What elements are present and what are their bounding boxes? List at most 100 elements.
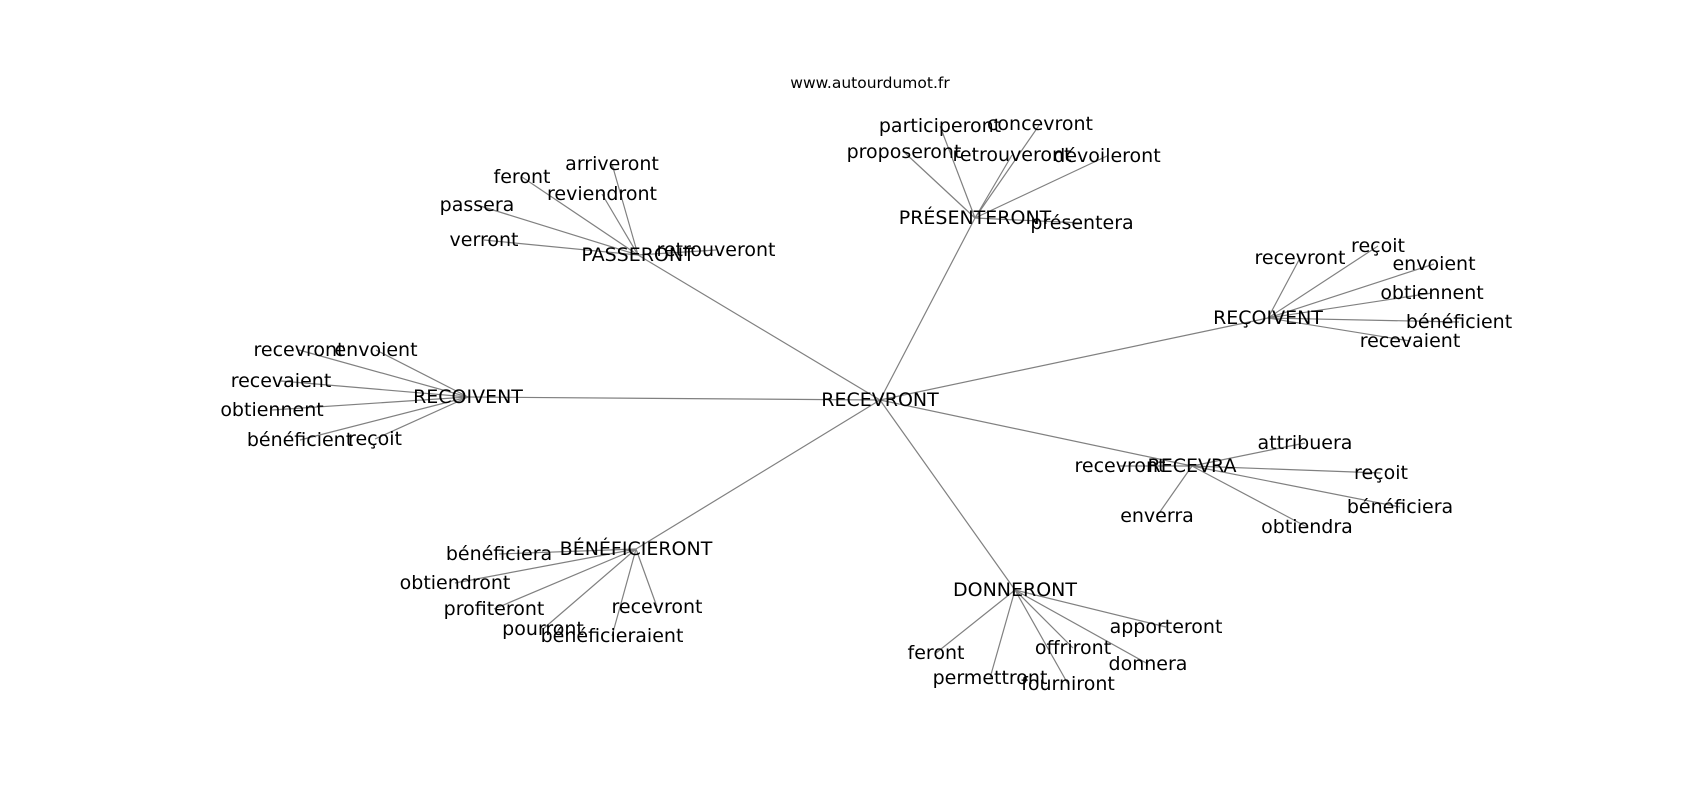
edge-recoivent-to-recoit xyxy=(374,396,469,440)
edge-beneficieront-to-obtiendront xyxy=(454,548,637,584)
graph-edges xyxy=(271,123,1460,685)
leaf-node-participeront: participeront xyxy=(879,115,1001,137)
leaf-node-envoient: envoient xyxy=(334,339,417,361)
leaf-node-beneficiera: bénéficiera xyxy=(446,543,552,565)
leaf-node-retrouveront: retrouveront xyxy=(656,239,775,261)
leaf-node-retrouveront: retrouveront xyxy=(952,144,1071,166)
hub-node-beneficieront: BÉNÉFICIERONT xyxy=(560,537,713,560)
center-node: RECEVRONT xyxy=(821,389,939,411)
leaf-node-reviendront: reviendront xyxy=(547,183,657,205)
edge-passeront-to-reviendront xyxy=(601,193,639,256)
leaf-node-recevaient: recevaient xyxy=(1360,330,1461,352)
edge-donneront-to-donnera xyxy=(1014,589,1149,665)
edge-passeront-to-verront xyxy=(483,239,639,256)
edge-recoivent-to-beneficient xyxy=(1267,317,1460,323)
leaf-node-passera: passera xyxy=(440,194,515,216)
edge-recevra-to-recoit xyxy=(1191,465,1382,474)
leaf-node-permettront: permettront xyxy=(933,667,1048,689)
hub-node-donneront: DONNERONT xyxy=(953,579,1077,601)
edge-donneront-to-offriront xyxy=(1014,589,1074,649)
hub-node-passeront: PASSERONT xyxy=(581,244,695,266)
edge-presenteront-to-participeront xyxy=(939,125,976,219)
leaf-node-beneficient: bénéficient xyxy=(1406,311,1512,333)
edge-donneront-to-feront xyxy=(935,589,1016,654)
leaf-node-beneficieraient: bénéficieraient xyxy=(541,625,684,647)
edge-passeront-to-arriveront xyxy=(611,163,639,256)
graph-labels: www.autourdumot.fr PASSERONT arriveront fe… xyxy=(220,74,1512,695)
leaf-node-fourniront: fourniront xyxy=(1021,673,1115,695)
leaf-node-recevront: recevront xyxy=(612,596,703,618)
edge-recoivent-to-obtiennent xyxy=(1267,292,1433,319)
leaf-node-feront: feront xyxy=(494,166,551,188)
edge-recoivent-to-recevront xyxy=(1267,257,1301,319)
leaf-node-presentera: présentera xyxy=(1030,212,1133,234)
leaf-node-recoit: reçoit xyxy=(1354,462,1408,484)
edge-donneront-to-apporteront xyxy=(1014,589,1167,628)
leaf-node-beneficient: bénéficient xyxy=(247,429,353,451)
leaf-node-attribuera: attribuera xyxy=(1258,432,1353,454)
edge-recevra-to-beneficiera xyxy=(1191,465,1401,508)
edge-recevra-to-enverra xyxy=(1156,465,1193,517)
edge-recoivent-to-recevaient xyxy=(1267,317,1411,342)
edge-presenteront-to-presentera xyxy=(974,217,1083,224)
hub-node-presenteront: PRÉSENTERONT xyxy=(899,206,1052,229)
edge-donneront-to-permettront xyxy=(989,589,1016,679)
edge-beneficieront-to-beneficieraient xyxy=(611,548,637,637)
edge-passeront-to-passera xyxy=(476,204,639,256)
leaf-node-beneficiera: bénéficiera xyxy=(1347,496,1453,518)
edge-recevra-to-attribuera xyxy=(1191,442,1306,467)
edge-center-to-recoivent xyxy=(467,396,881,401)
edge-beneficieront-to-beneficiera xyxy=(498,548,637,555)
leaf-node-feront: feront xyxy=(908,642,965,664)
leaf-node-recevront: recevront xyxy=(1255,247,1346,269)
leaf-node-donnera: donnera xyxy=(1109,653,1188,675)
edge-center-to-recevra xyxy=(879,399,1193,467)
leaf-node-recevront: recevront xyxy=(1075,455,1166,477)
edge-presenteront-to-retrouveront xyxy=(974,154,1013,219)
leaf-node-recoit: reçoit xyxy=(348,428,402,450)
edge-center-to-recoivent xyxy=(879,317,1269,401)
hub-node-recoivent: REÇOIVENT xyxy=(1213,307,1323,329)
edge-presenteront-to-devoileront xyxy=(974,155,1108,219)
edge-recoivent-to-beneficient xyxy=(299,396,469,441)
edge-center-to-passeront xyxy=(637,254,881,401)
hub-node-recoivent: RECOIVENT xyxy=(413,386,523,408)
leaf-node-obtiendront: obtiendront xyxy=(400,572,511,594)
edge-passeront-to-feront xyxy=(521,176,639,256)
leaf-node-obtiennent: obtiennent xyxy=(220,399,323,421)
edge-presenteront-to-concevront xyxy=(974,123,1041,219)
leaf-node-recevaient: recevaient xyxy=(231,370,332,392)
leaf-node-profiteront: profiteront xyxy=(444,598,545,620)
edge-presenteront-to-proposeront xyxy=(903,151,976,219)
edge-recoivent-to-envoient xyxy=(1267,263,1435,319)
edge-passeront-to-retrouveront xyxy=(637,249,717,256)
leaf-node-offriront: offriront xyxy=(1035,637,1111,659)
leaf-node-envoient: envoient xyxy=(1392,253,1475,275)
hub-node-recevra: RECEVRA xyxy=(1148,455,1237,477)
edge-center-to-presenteront xyxy=(879,217,976,401)
leaf-node-apporteront: apporteront xyxy=(1110,616,1223,638)
edge-beneficieront-to-profiteront xyxy=(493,548,637,610)
leaf-node-pourront: pourront xyxy=(502,618,584,640)
leaf-node-arriveront: arriveront xyxy=(565,153,659,175)
edge-center-to-donneront xyxy=(879,399,1016,591)
edge-recoivent-to-recoit xyxy=(1267,245,1379,319)
leaf-node-recevront: recevront xyxy=(254,339,345,361)
edge-recoivent-to-recevaient xyxy=(280,380,469,398)
edge-recoivent-to-obtiennent xyxy=(271,396,469,411)
edge-center-to-beneficieront xyxy=(635,399,881,550)
leaf-node-verront: verront xyxy=(450,229,519,251)
edge-recoivent-to-envoient xyxy=(375,349,469,398)
leaf-node-recoit: reçoit xyxy=(1351,235,1405,257)
leaf-node-proposeront: proposeront xyxy=(847,141,962,163)
leaf-node-obtiennent: obtiennent xyxy=(1380,282,1483,304)
leaf-node-concevront: concevront xyxy=(987,113,1093,135)
edge-donneront-to-fourniront xyxy=(1014,589,1069,685)
watermark: www.autourdumot.fr xyxy=(790,74,950,92)
edge-beneficieront-to-recevront xyxy=(635,548,658,608)
leaf-node-enverra: enverra xyxy=(1120,505,1194,527)
edge-recoivent-to-recevront xyxy=(298,349,469,398)
leaf-node-obtiendra: obtiendra xyxy=(1261,516,1353,538)
edge-recevra-to-obtiendra xyxy=(1191,465,1308,528)
